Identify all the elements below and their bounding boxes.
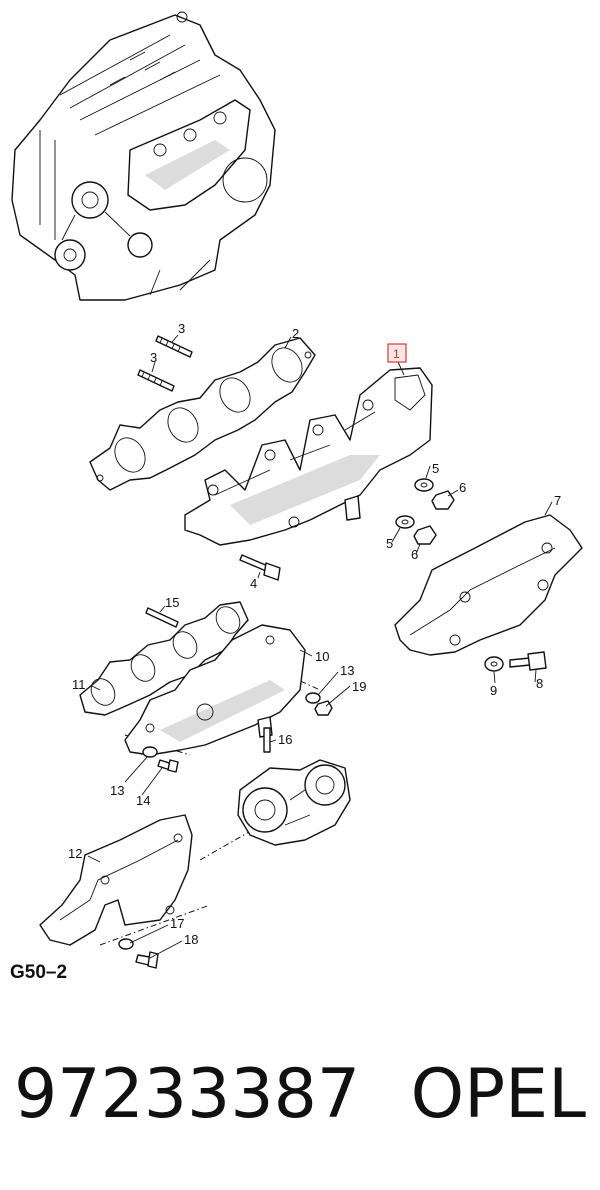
diagram-code-label: G50–2 — [10, 962, 67, 983]
bolt-4 — [239, 554, 281, 581]
callout-19: 19 — [352, 679, 366, 694]
stud-upper — [155, 335, 193, 358]
callout-9: 9 — [490, 683, 497, 698]
callout-6-lower: 6 — [411, 547, 418, 562]
brand-name: OPEL — [410, 1055, 586, 1134]
callout-10: 10 — [315, 649, 329, 664]
washer-13-left — [142, 746, 158, 758]
exhaust-manifold-upper — [184, 367, 433, 546]
callout-3-lower: 3 — [150, 350, 157, 365]
stud-15 — [145, 607, 179, 628]
callout-12: 12 — [68, 846, 82, 861]
callout-4: 4 — [250, 576, 257, 591]
callout-1-highlighted[interactable]: 1 — [393, 347, 400, 361]
callout-8: 8 — [536, 676, 543, 691]
footer: 97233387 OPEL — [0, 1050, 600, 1140]
washer-13-right — [305, 692, 321, 704]
washer-9 — [484, 656, 504, 672]
callout-7: 7 — [554, 493, 561, 508]
nut-6-lower — [413, 525, 437, 545]
callout-17: 17 — [170, 916, 184, 931]
part-number: 97233387 — [14, 1055, 361, 1134]
nut-6-upper — [431, 490, 455, 510]
gasket-upper — [89, 337, 316, 491]
gasket-lower — [79, 601, 249, 716]
washer-5-upper — [414, 478, 434, 492]
callout-labels: 1 2 3 3 4 5 6 5 6 7 8 9 10 11 12 13 13 1… — [68, 321, 561, 947]
callout-16: 16 — [278, 732, 292, 747]
bolt-18 — [135, 951, 159, 969]
callout-11: 11 — [72, 677, 86, 692]
highlighted-callout-box — [387, 343, 407, 363]
bolt-8 — [509, 651, 547, 671]
bolt-14 — [157, 759, 179, 773]
callout-13-right: 13 — [340, 663, 354, 678]
callout-2: 2 — [292, 326, 299, 341]
leader-lines — [87, 334, 553, 959]
callout-18: 18 — [184, 932, 198, 947]
callout-13-left: 13 — [110, 783, 124, 798]
stud-lower — [137, 369, 175, 392]
callout-6-upper: 6 — [459, 480, 466, 495]
heat-shield-lower — [39, 814, 193, 946]
engine-assembly-illustration — [11, 11, 276, 301]
callout-15: 15 — [165, 595, 179, 610]
callout-5-lower: 5 — [386, 536, 393, 551]
washer-5-lower — [395, 515, 415, 529]
stud-16 — [263, 727, 271, 753]
heat-shield-upper — [394, 514, 583, 656]
exploded-parts-diagram: 1 2 3 3 4 5 6 5 6 7 8 9 10 11 12 13 13 1… — [10, 11, 583, 983]
alignment-line-d — [99, 904, 211, 946]
callout-3-upper: 3 — [178, 321, 185, 336]
turbocharger — [237, 759, 351, 846]
washer-17 — [118, 938, 134, 950]
callout-5-upper: 5 — [432, 461, 439, 476]
alignment-line-b — [124, 734, 191, 756]
callout-14: 14 — [136, 793, 150, 808]
